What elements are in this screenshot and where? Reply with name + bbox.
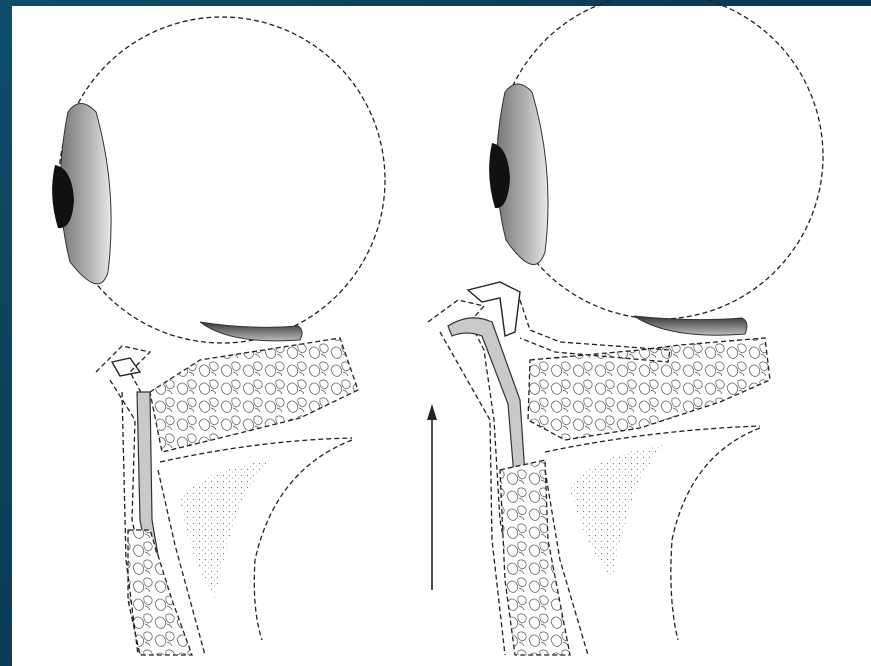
left-tarsus [112,358,140,376]
left-orbital-fat [150,338,358,452]
left-stipple-zone [180,460,270,600]
right-septum-line [440,332,505,655]
left-panel [52,17,385,655]
left-lower-fat [128,530,192,655]
left-lower-lid-muscle [200,322,302,341]
right-maxilla-curve [671,428,760,640]
upward-arrow [427,404,437,590]
right-panel [428,0,823,655]
right-lower-lid-muscle [634,316,747,335]
left-maxilla-curve [254,440,352,640]
right-stipple-zone [570,445,665,580]
